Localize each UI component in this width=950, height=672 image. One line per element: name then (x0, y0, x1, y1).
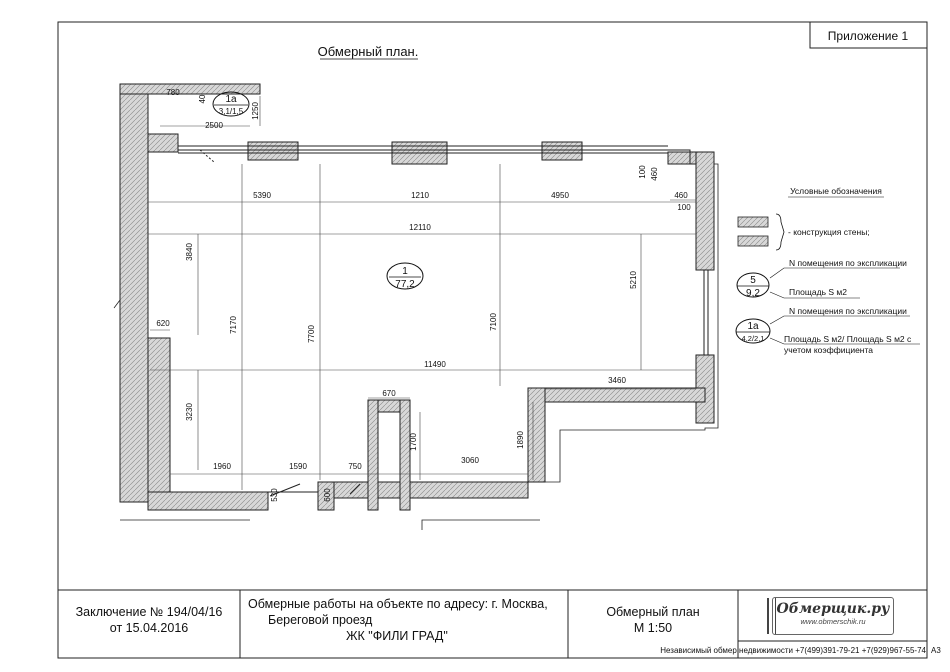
company-logo: Обмерщик.ру www.obmerschik.ru (767, 597, 894, 635)
dimension-lines (148, 96, 696, 490)
address-line-1: Обмерные работы на объекте по адресу: г.… (248, 597, 548, 611)
wall-bottom-left (147, 491, 269, 511)
dimension-label: 11490 (424, 360, 446, 369)
legend-tag-area: 4,2/2,1 (742, 334, 765, 343)
dimension-label: 1700 (409, 433, 418, 451)
wall-bottom-post (317, 481, 335, 511)
dimension-label: 4950 (551, 191, 569, 200)
conclusion-block: Заключение № 194/04/16 от 15.04.2016 (58, 604, 240, 636)
dimension-label: 780 (166, 88, 180, 97)
dimension-label: 460 (674, 191, 688, 200)
wall-balcony-top (119, 83, 261, 95)
dimension-label: 3840 (185, 243, 194, 261)
column-3 (541, 141, 583, 161)
legend-label-s2: Площадь S м2/ Площадь S м2 с учетом коэф… (784, 334, 912, 355)
room-tag-1: 1 77,2 (386, 262, 424, 290)
wall-niche-left (367, 399, 379, 511)
plan-scale: М 1:50 (633, 621, 673, 635)
conclusion-number: Заключение № 194/04/16 (75, 605, 223, 619)
dimension-label: 100 (638, 165, 647, 179)
room-number: 1 (402, 266, 408, 277)
dimension-label: 2500 (205, 121, 223, 130)
dimension-label: 1590 (289, 462, 307, 471)
wall-bottom-mid (317, 481, 529, 499)
dimension-label: 7100 (489, 313, 498, 331)
wall-inner-left (147, 337, 171, 493)
legend: Условные обозначения - конструкция стены… (735, 186, 920, 345)
dimension-label: 40 (198, 94, 207, 103)
sheet-format: А3 (931, 646, 941, 655)
legend-title: Условные обозначения (790, 186, 882, 196)
plan-name: Обмерный план (606, 605, 700, 619)
logo-text: Обмерщик.ру (776, 601, 890, 617)
dimension-label: 5210 (629, 271, 638, 289)
wall-niche-right (399, 399, 411, 511)
dimension-label: 1890 (516, 431, 525, 449)
room-area: 3,1/1,5 (219, 107, 244, 116)
dimension-label: 460 (650, 167, 659, 181)
plan-info-block: Обмерный план М 1:50 (568, 604, 738, 636)
wall-right-upper (695, 151, 715, 271)
dimension-label: 12110 (409, 223, 431, 232)
dimension-label: 3230 (185, 403, 194, 421)
appendix-box (809, 21, 928, 49)
sheet-frame (57, 21, 928, 659)
legend-label-s: Площадь S м2 (789, 287, 847, 297)
dimension-label: 530 (270, 488, 279, 502)
logo-ruler (767, 598, 776, 634)
legend-label-n: N помещения по экспликации (789, 258, 907, 268)
wall-corner (147, 133, 179, 153)
plan-title: Обмерный план. (318, 44, 419, 59)
dimension-label: 1210 (411, 191, 429, 200)
legend-tag-2 (735, 318, 771, 344)
conclusion-date: от 15.04.2016 (109, 621, 189, 635)
dimension-label: 750 (348, 462, 362, 471)
dimension-label: 600 (323, 488, 332, 502)
appendix-label: Приложение 1 (828, 29, 909, 43)
legend-tag-1 (736, 272, 770, 298)
dimension-label: 1960 (213, 462, 231, 471)
logo-url: www.obmerschik.ru (800, 617, 866, 626)
legend-wall-swatch (737, 216, 769, 228)
wall-step-1 (544, 387, 706, 403)
legend-wall-swatch (737, 235, 769, 247)
dimension-label: 620 (156, 319, 170, 328)
dimension-label: 7700 (307, 325, 316, 343)
legend-tag-number: 5 (750, 275, 756, 286)
address-block: Обмерные работы на объекте по адресу: г.… (246, 596, 566, 644)
wall-step-2 (527, 387, 546, 483)
column-1 (247, 141, 299, 161)
wall-left (119, 83, 149, 503)
dimension-label: 100 (677, 203, 691, 212)
dimension-label: 670 (382, 389, 396, 398)
dimension-label: 7170 (229, 316, 238, 334)
dimension-label: 5390 (253, 191, 271, 200)
dimension-label: 3460 (608, 376, 626, 385)
room-outline (147, 145, 709, 497)
room-number: 1а (225, 94, 237, 105)
legend-tag-number: 1а (747, 321, 759, 332)
legend-tag-area: 9,2 (746, 288, 760, 299)
dimension-label: 3060 (461, 456, 479, 465)
outer-lines (113, 163, 719, 530)
room-tag-1a: 1а 3,1/1,5 (212, 91, 250, 117)
room-area: 77,2 (395, 279, 415, 290)
legend-label-n: N помещения по экспликации (789, 306, 907, 316)
footer-contacts: Независимый обмер недвижимости +7(499)39… (660, 646, 926, 655)
legend-wall-label: - конструкция стены; (788, 227, 870, 237)
address-line-2: Береговой проезд (268, 613, 373, 627)
address-line-3: ЖК "ФИЛИ ГРАД" (346, 629, 448, 643)
dimension-label: 1250 (251, 102, 260, 120)
